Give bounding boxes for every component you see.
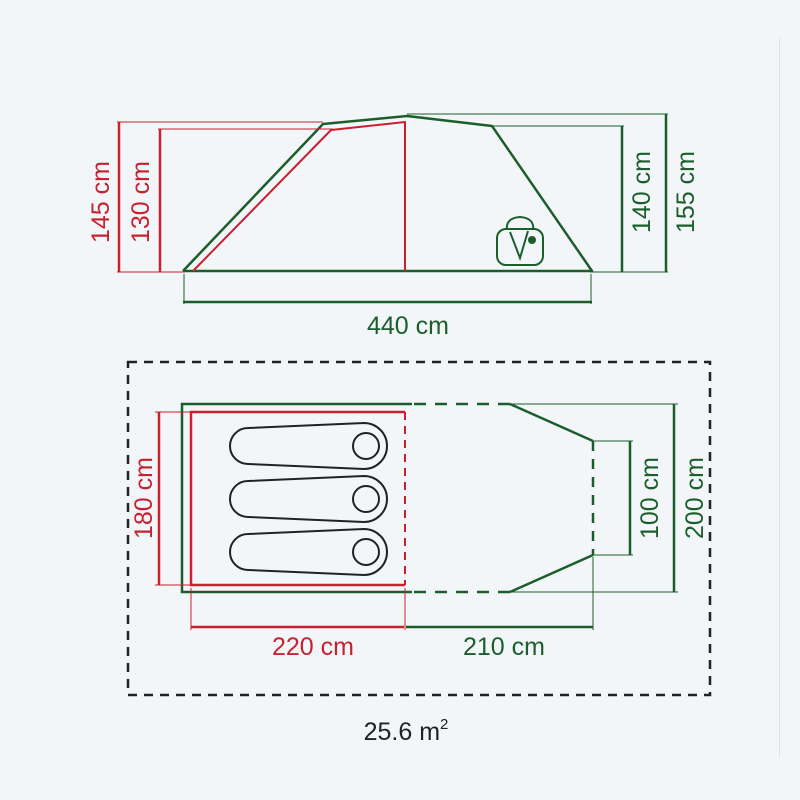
label-145cm: 145 cm — [87, 161, 115, 243]
label-155cm: 155 cm — [672, 151, 700, 233]
sleeping-bag — [229, 474, 388, 524]
label-220cm: 220 cm — [272, 633, 354, 661]
label-140cm: 140 cm — [628, 151, 656, 233]
label-100cm: 100 cm — [636, 457, 664, 539]
inner-tent-outline — [189, 410, 405, 587]
label-180cm: 180 cm — [130, 457, 158, 539]
area-value: 25.6 m — [364, 718, 440, 746]
side-view: 145 cm 130 cm 140 cm 155 cm 440 cm — [87, 113, 700, 340]
tent-inner-profile — [192, 121, 406, 272]
footprint-outline — [126, 360, 712, 697]
area-unit-superscript: 2 — [440, 716, 448, 733]
label-210cm: 210 cm — [463, 633, 545, 661]
area-label: 25.6 m2 — [364, 716, 449, 746]
tent-floor-outline — [180, 402, 412, 594]
label-440cm: 440 cm — [367, 312, 449, 340]
sleeping-bag — [229, 421, 388, 471]
sleeping-bag — [229, 527, 388, 577]
floor-plan: 180 cm 100 cm 200 cm 220 cm 210 cm 25.6 … — [126, 360, 712, 746]
backpack-icon — [496, 215, 544, 266]
label-200cm: 200 cm — [681, 457, 709, 539]
label-130cm: 130 cm — [127, 161, 155, 243]
divider-line — [779, 38, 780, 758]
tent-outer-profile — [182, 114, 594, 273]
